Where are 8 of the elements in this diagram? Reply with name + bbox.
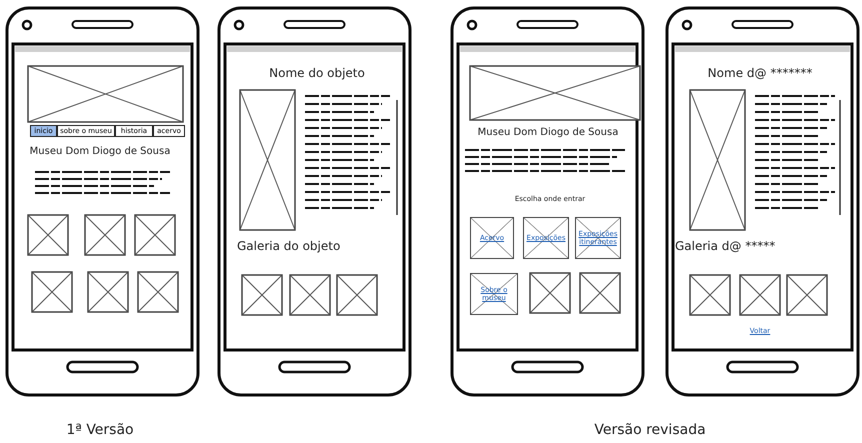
section-heading: Galeria d@ ***** — [675, 239, 776, 253]
screen-heading: Nome d@ ******* — [708, 66, 812, 80]
screen-heading: Museu Dom Diogo de Sousa — [30, 146, 170, 157]
caption: Versão revisada — [594, 422, 706, 438]
screen-heading: Nome do objeto — [269, 66, 365, 80]
caption: 1ª Versão — [66, 422, 134, 438]
screen-heading: Museu Dom Diogo de Sousa — [478, 127, 618, 138]
section-heading: Galeria do objeto — [237, 239, 340, 253]
